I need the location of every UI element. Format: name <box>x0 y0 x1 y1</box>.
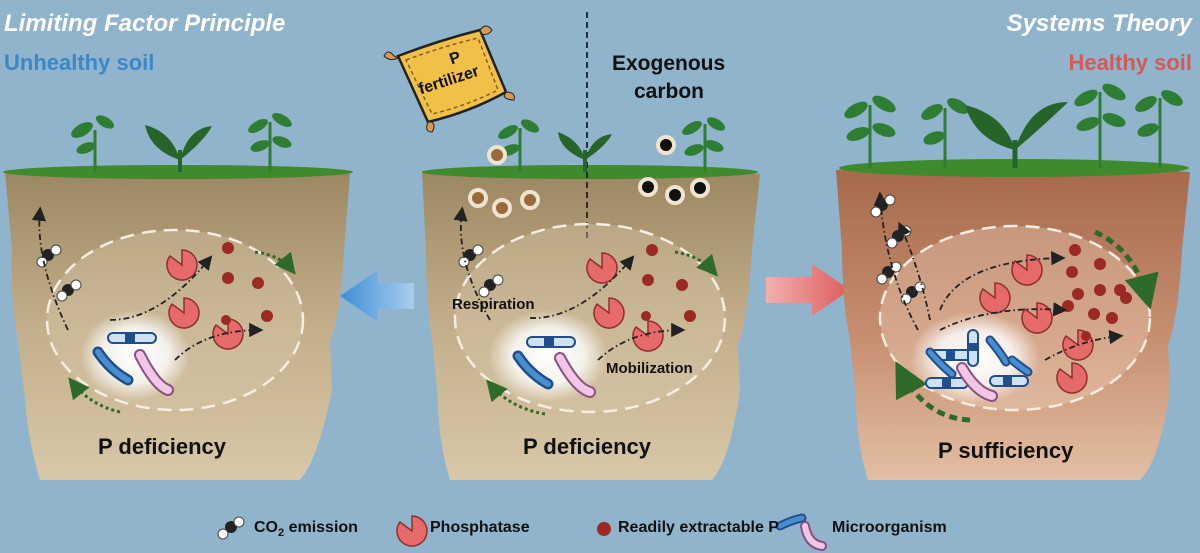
fertilizer-granules <box>468 145 540 218</box>
center-plants <box>498 117 726 172</box>
right-microbes <box>925 329 1033 402</box>
left-readily-p <box>221 242 273 325</box>
right-plants <box>844 83 1183 168</box>
legend-readily-p: Readily extractable P <box>618 519 779 536</box>
left-microbes <box>92 332 174 396</box>
carbon-particles <box>638 135 710 205</box>
readily-p-legend-icon <box>597 522 611 536</box>
legend-co2-sub: 2 <box>278 527 285 540</box>
fertilizer-bag-icon <box>383 25 515 133</box>
center-status-label: P deficiency <box>523 434 651 459</box>
legend-icons <box>217 513 827 551</box>
legend-phosphatase: Phosphatase <box>430 519 530 536</box>
left-soil-block <box>3 113 353 481</box>
microorganism-legend-icon <box>775 513 827 551</box>
center-co2 <box>458 244 504 298</box>
right-subheading: Healthy soil <box>1068 50 1192 75</box>
phosphatase-legend-icon <box>396 515 428 547</box>
center-soil-block <box>383 12 760 481</box>
exogenous-carbon-label-2: carbon <box>634 80 705 103</box>
legend-co2: CO2 emission <box>254 519 358 539</box>
left-heading: Limiting Factor Principle <box>4 10 286 37</box>
left-co2 <box>36 244 82 302</box>
mobilization-label: Mobilization <box>606 360 693 377</box>
center-phosphatase <box>586 252 664 352</box>
left-subheading: Unhealthy soil <box>4 50 155 75</box>
respiration-label: Respiration <box>452 296 535 313</box>
right-soil-block <box>836 83 1190 481</box>
right-arrow <box>766 264 850 316</box>
left-plants <box>71 113 292 172</box>
center-readily-p <box>641 244 696 322</box>
legend-co2-suffix: emission <box>284 519 358 536</box>
left-phosphatase <box>166 249 244 350</box>
legend-co2-prefix: CO <box>254 519 278 536</box>
exogenous-carbon-label-1: Exogenous <box>612 52 726 75</box>
left-status-label: P deficiency <box>98 434 226 459</box>
co2-legend-icon <box>217 516 245 540</box>
legend-microorganism: Microorganism <box>832 519 947 536</box>
right-heading: Systems Theory <box>1006 10 1192 37</box>
center-microbes <box>512 336 596 398</box>
left-arrow <box>340 270 414 322</box>
right-status-label: P sufficiency <box>938 438 1074 463</box>
